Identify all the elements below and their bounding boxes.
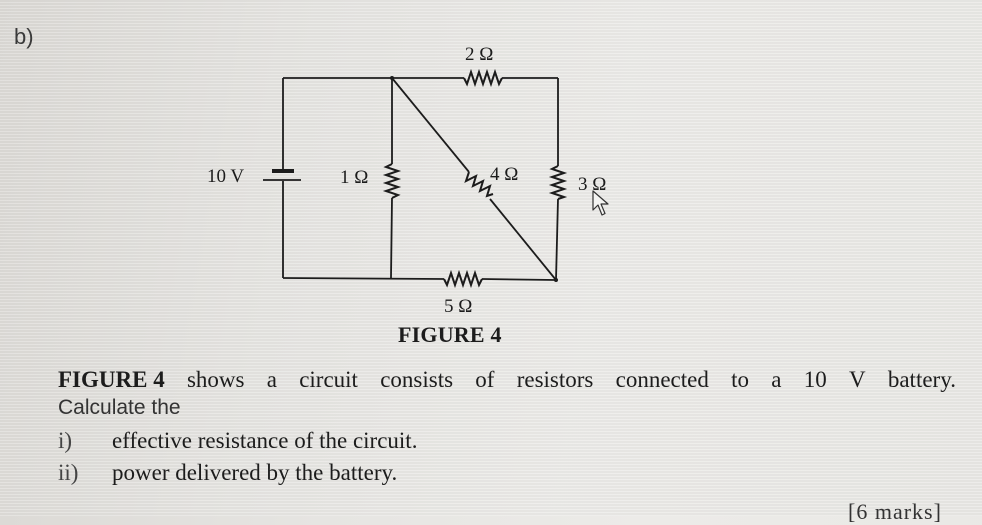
mouse-pointer-icon (592, 190, 609, 216)
marks-allocation: [6 marks] (848, 499, 942, 524)
intro-word: consists (380, 367, 454, 392)
item-number: ii) (58, 460, 79, 485)
intro-word: connected (615, 367, 709, 392)
item-number: i) (58, 428, 73, 453)
calculate-line: Calculate the (58, 396, 181, 419)
item-text: power delivered by the battery. (112, 460, 398, 485)
battery-symbol (263, 169, 301, 181)
intro-word: shows (186, 367, 245, 392)
item-text: effective resistance of the circuit. (112, 428, 418, 453)
intro-word: battery. (887, 367, 956, 392)
section-label: b) (14, 24, 34, 49)
resistor-3ohm (548, 165, 568, 200)
question-paragraph: FIGURE 4 shows a circuit consists of res… (58, 366, 958, 422)
figure-reference: FIGURE 4 (58, 367, 165, 392)
junction-bottom-right (554, 278, 558, 282)
circuit-diagram: 10 V 2 Ω 1 Ω 4 Ω 3 Ω 5 Ω (207, 44, 606, 317)
wire-right-lower (555, 198, 559, 281)
intro-word: resistors (516, 367, 594, 392)
resistor-5ohm-label: 5 Ω (444, 296, 472, 317)
junction-top (390, 76, 394, 80)
intro-word: a (771, 367, 782, 392)
intro-word: 10 (803, 367, 827, 392)
intro-word: of (475, 367, 495, 392)
figure-caption: FIGURE 4 (398, 322, 502, 347)
question-item: ii) power delivered by the battery. (58, 460, 397, 486)
wire-bottom-right (481, 278, 557, 281)
intro-word: to (731, 367, 749, 392)
resistor-2ohm-label: 2 Ω (465, 44, 493, 65)
wire-bottom-left (282, 277, 445, 280)
resistor-5ohm (443, 269, 483, 289)
resistor-4ohm-label: 4 Ω (490, 164, 518, 185)
resistor-1ohm (382, 163, 402, 199)
resistor-3ohm-label: 3 Ω (578, 174, 606, 195)
wire-diagonal-upper (391, 77, 470, 173)
battery-label: 10 V (207, 166, 244, 187)
resistor-1ohm-label: 1 Ω (340, 167, 368, 188)
wire-mid-lower (390, 197, 393, 279)
question-item: i) effective resistance of the circuit. (58, 428, 417, 454)
resistor-4ohm (464, 171, 494, 198)
intro-word: a (266, 367, 277, 392)
intro-word: circuit (299, 367, 358, 392)
intro-word: V (848, 367, 866, 392)
resistor-2ohm (463, 68, 503, 88)
wire-diagonal-lower (489, 198, 557, 281)
question-intro-line: FIGURE 4 shows a circuit consists of res… (58, 366, 956, 394)
